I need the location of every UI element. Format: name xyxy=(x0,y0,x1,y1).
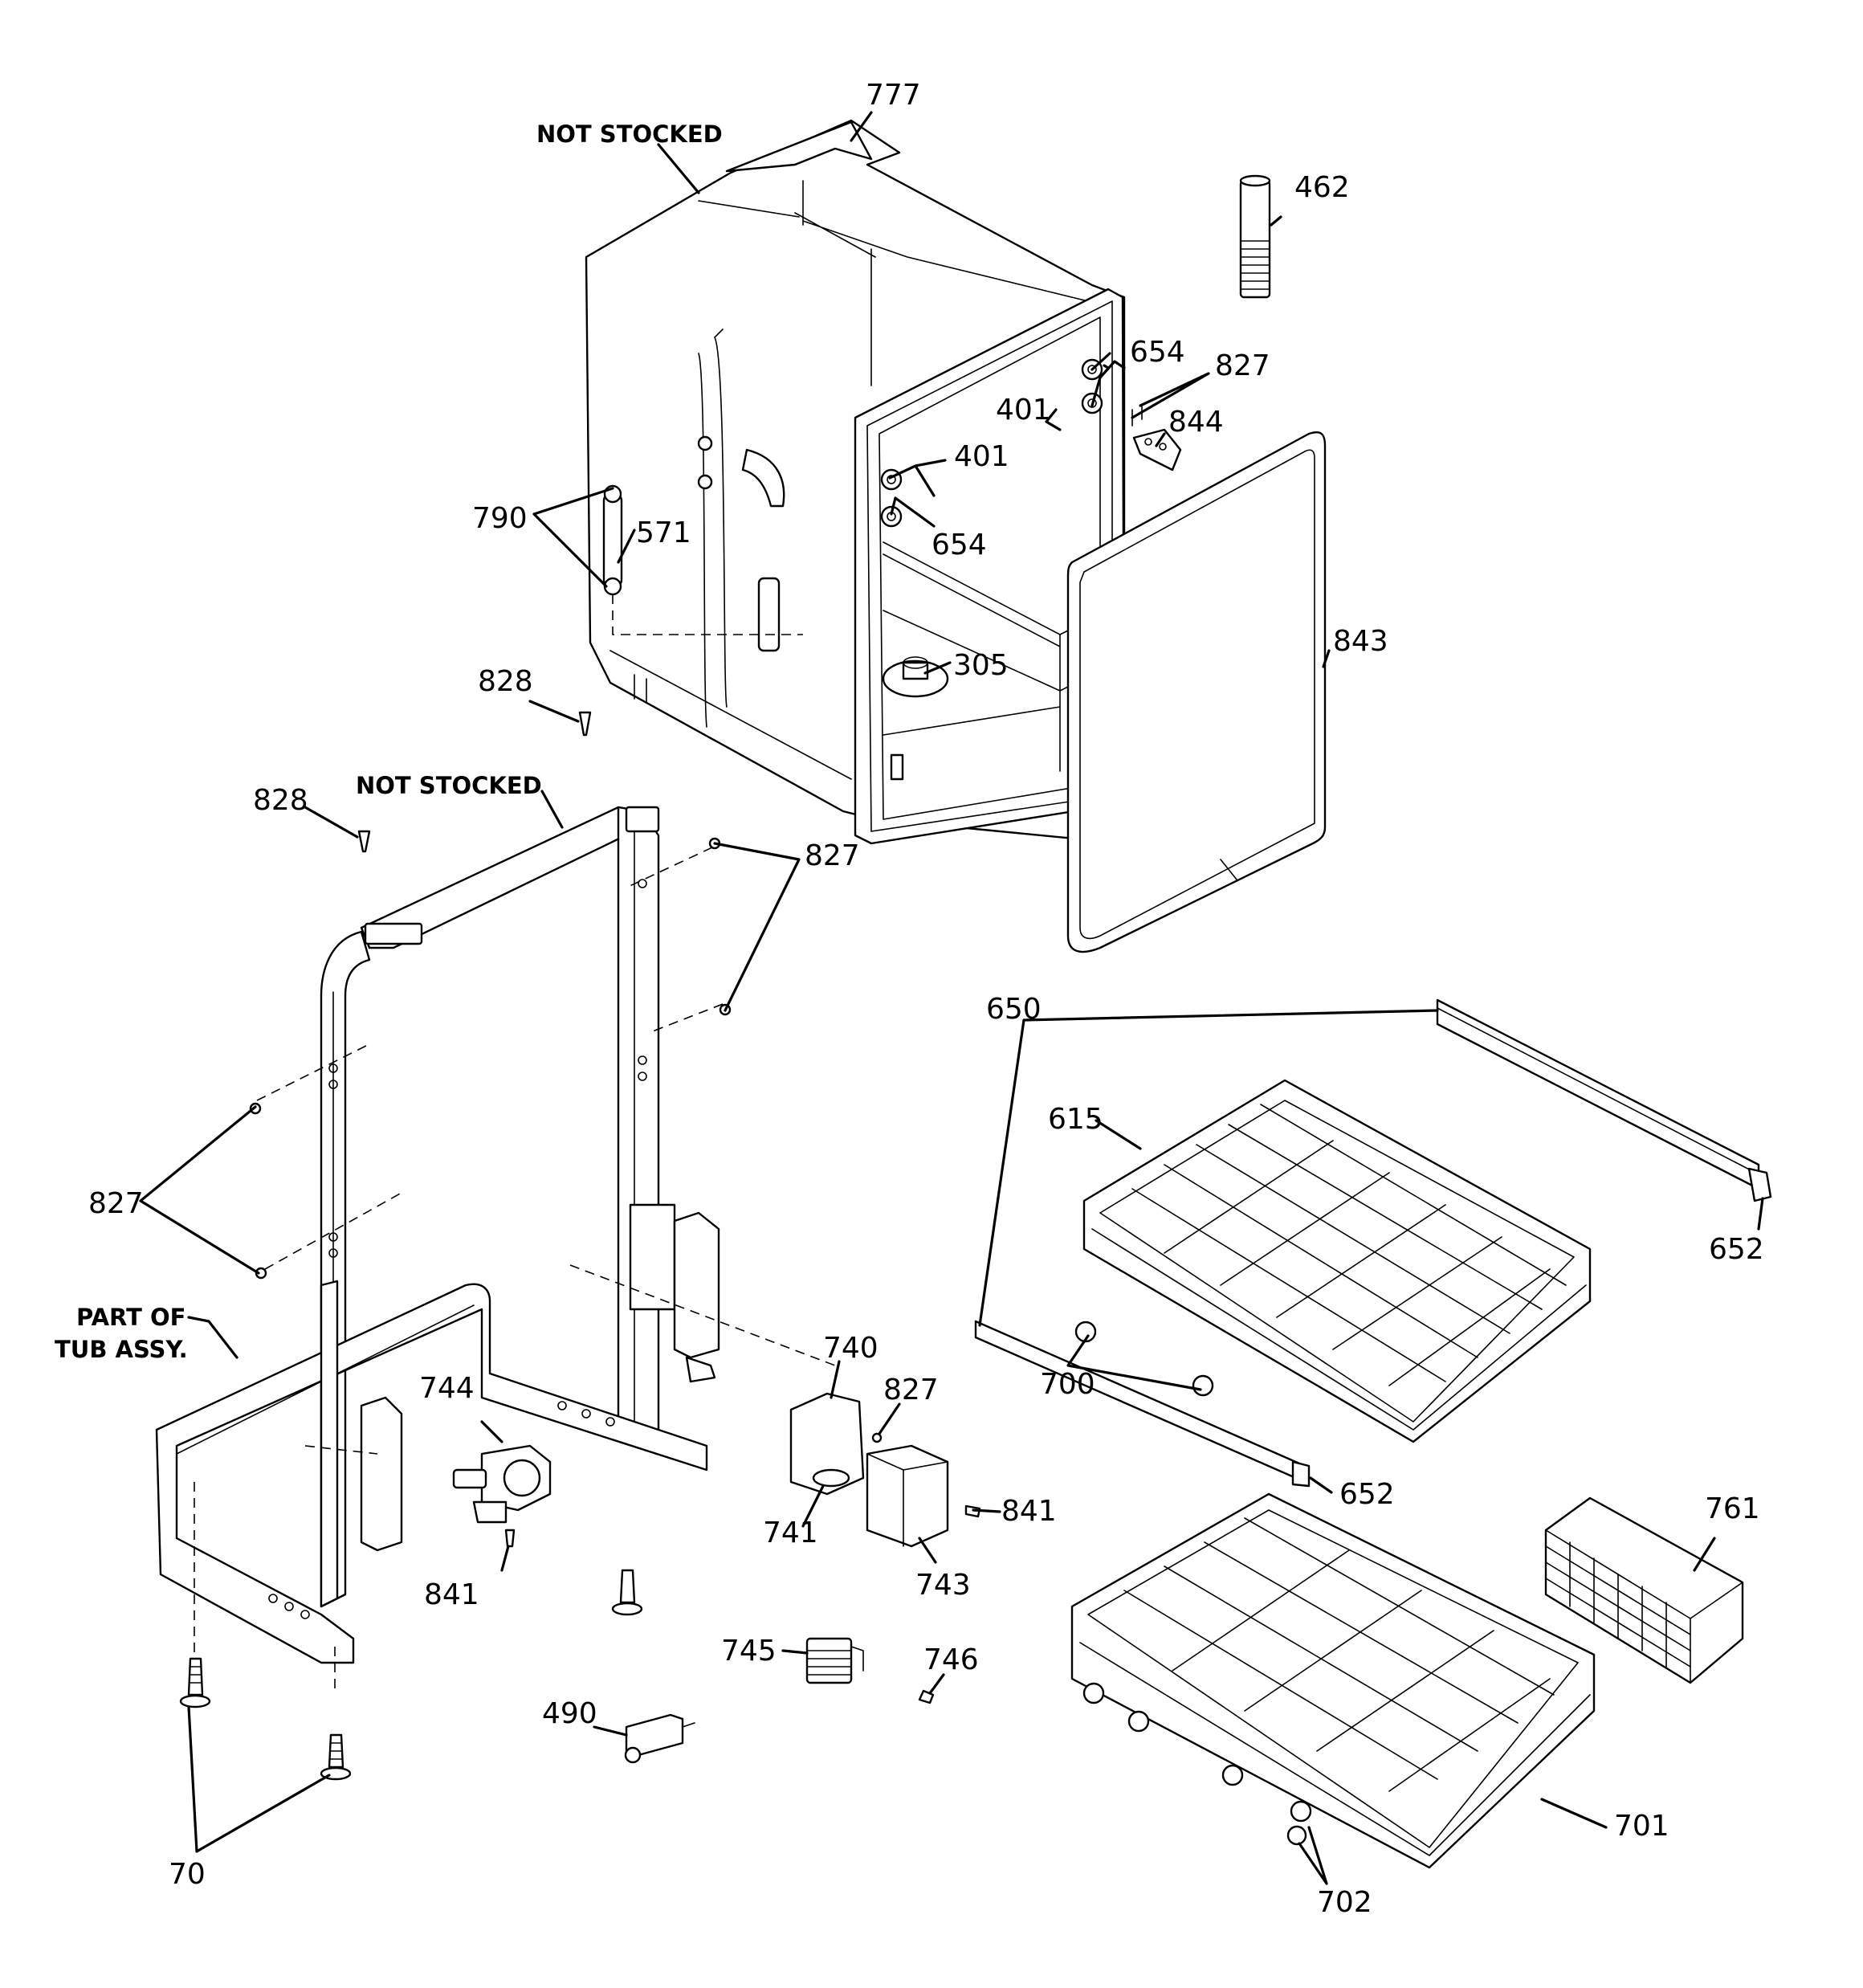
callout-827-frame-right: 827 xyxy=(805,839,860,872)
callout-labels: 777 462 654 827 401 844 401 654 790 571 … xyxy=(88,79,1764,1919)
relay xyxy=(805,1637,864,1684)
callout-777: 777 xyxy=(866,79,921,112)
callout-744: 744 xyxy=(419,1372,475,1405)
vent-bracket xyxy=(602,484,803,635)
callout-70: 70 xyxy=(169,1858,206,1891)
tub-assembly xyxy=(585,119,1126,845)
note-tub-not-stocked: NOT STOCKED xyxy=(536,120,723,148)
callout-843: 843 xyxy=(1333,625,1388,658)
callout-741: 741 xyxy=(763,1517,818,1549)
callout-490: 490 xyxy=(542,1697,597,1730)
callout-790: 790 xyxy=(472,502,528,535)
callout-761: 761 xyxy=(1705,1492,1760,1525)
callout-701: 701 xyxy=(1614,1810,1669,1843)
lower-rack xyxy=(1070,1492,1596,1869)
screws xyxy=(249,711,981,1704)
callout-844: 844 xyxy=(1168,406,1224,439)
callout-654-top: 654 xyxy=(1130,336,1185,369)
silverware-basket xyxy=(1544,1496,1744,1684)
callout-740: 740 xyxy=(823,1332,879,1365)
callout-827-frame-left: 827 xyxy=(88,1187,144,1220)
note-part-of: PART OF xyxy=(76,1304,185,1331)
callout-401-top: 401 xyxy=(996,394,1051,427)
callout-746: 746 xyxy=(923,1643,979,1676)
callout-828-lower: 828 xyxy=(253,784,308,817)
notes: NOT STOCKED NOT STOCKED PART OF TUB ASSY… xyxy=(55,120,723,1363)
callout-615: 615 xyxy=(1048,1103,1103,1136)
micro-switch xyxy=(624,1713,695,1764)
inlet-valve xyxy=(452,1444,552,1524)
callout-702: 702 xyxy=(1317,1886,1372,1919)
callout-828-upper: 828 xyxy=(478,665,533,698)
callout-571: 571 xyxy=(636,516,691,549)
door-latch-assembly xyxy=(789,1392,949,1548)
callout-650: 650 xyxy=(986,993,1042,1026)
leveling-bolts xyxy=(179,1569,643,1781)
callout-652-right: 652 xyxy=(1709,1233,1764,1266)
leader-lines xyxy=(139,111,1764,1885)
callout-700: 700 xyxy=(1040,1368,1095,1401)
note-tub-assy: TUB ASSY. xyxy=(55,1336,188,1363)
upper-rack xyxy=(1082,1079,1592,1443)
door-frame xyxy=(155,806,836,1695)
callout-841-right: 841 xyxy=(1001,1495,1057,1528)
callout-401-front: 401 xyxy=(954,440,1009,473)
callout-743: 743 xyxy=(915,1569,971,1602)
callout-654-front: 654 xyxy=(932,529,987,561)
callout-841-left: 841 xyxy=(424,1578,479,1611)
callout-745: 745 xyxy=(721,1635,777,1668)
callout-652-lower: 652 xyxy=(1339,1478,1395,1511)
leveling-leg xyxy=(1239,174,1271,299)
lower-rack-rail xyxy=(974,1320,1311,1488)
upper-rack-rail xyxy=(1436,998,1772,1202)
callout-827-latch: 827 xyxy=(883,1374,939,1406)
callout-305: 305 xyxy=(953,649,1009,682)
door-gasket xyxy=(1066,431,1327,953)
note-frame-not-stocked: NOT STOCKED xyxy=(356,772,542,799)
callout-462: 462 xyxy=(1294,171,1350,204)
callout-827-top: 827 xyxy=(1215,349,1270,382)
